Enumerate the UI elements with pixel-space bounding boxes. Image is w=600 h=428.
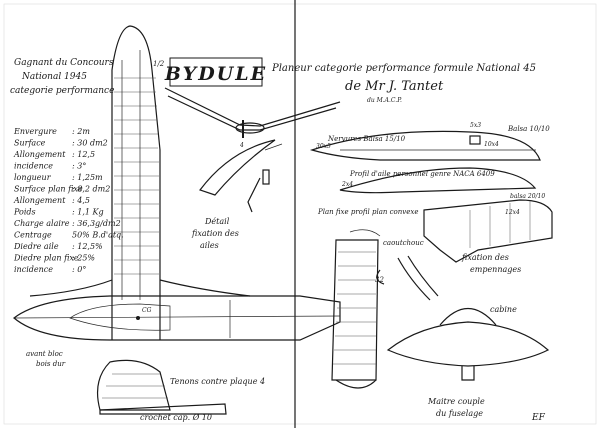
signature: EF [531, 413, 546, 423]
ribs-label: Nervures Balsa 15/10 [327, 135, 406, 143]
spec-value: : 3° [72, 162, 86, 171]
plan-title: BYDULE [164, 63, 267, 85]
rubber-label: caoutchouc [383, 239, 424, 247]
svg-text:4: 4 [239, 142, 244, 149]
spec-label: Centrage [14, 231, 52, 240]
spec-value: : 12,5% [72, 242, 103, 251]
stab-label: Plan fixe profil plan convexe [317, 208, 418, 216]
specs-table: Envergure : 2m Surface : 30 dm2Allongement:… [13, 127, 124, 274]
scale-mark: 1/2 [153, 60, 165, 68]
detail-label-1: Détail [204, 217, 230, 226]
rubber-fixation-detail: caoutchouc 32 fixation des empennages [375, 239, 521, 301]
fin-side-view: crochet cap. Ø 10 Tenons contre plaque 4 [97, 359, 265, 422]
plan-club: du M.A.C.P. [367, 97, 402, 104]
max-section-label-1: Maitre couple [427, 397, 485, 406]
spec-value: : 4,5 [72, 196, 90, 205]
wing-airfoil-section: Nervures Balsa 15/10 Balsa 10/10 5x3 10x… [309, 122, 550, 216]
spec-label: Allongement [13, 196, 66, 205]
wing-plan-view [29, 25, 251, 340]
spec-label: Surface plan fixe [14, 185, 83, 194]
award-note: Gagnant du Concours National 1945 catego… [10, 58, 165, 96]
nose-block-label-2: bois dur [36, 360, 66, 368]
award-line-2: National 1945 [21, 72, 87, 82]
spec-label: Envergure [13, 127, 57, 136]
dim-12x4: 12x4 [505, 209, 520, 216]
plan-designer: de Mr J. Tantet [345, 79, 444, 94]
award-line-1: Gagnant du Concours [14, 58, 114, 68]
spec-value: : 2m [72, 127, 90, 136]
fuselage-cross-section: cabine Maitre couple du fuselage EF [386, 305, 550, 423]
max-section-label-2: du fuselage [436, 409, 483, 418]
dim-32: 32 [375, 276, 384, 284]
title-block: BYDULE Planeur categorie performance for… [164, 57, 536, 104]
page-frame [3, 0, 597, 428]
spec-label: incidence [14, 162, 53, 171]
hook-label: crochet cap. Ø 10 [140, 413, 212, 422]
wing-root-detail: Détail fixation des ailes [191, 139, 283, 250]
tenons-label: Tenons contre plaque 4 [170, 377, 265, 386]
spec-value: : 0° [72, 265, 86, 274]
dim-30x5: 30x5 [316, 143, 331, 150]
spec-value: 50% B.d'atq. [72, 231, 124, 240]
spec-label: Surface [14, 139, 46, 148]
spec-value: : 36,3g/dm2 [72, 219, 121, 228]
spec-value: : 25% [72, 254, 95, 263]
spec-value: : 30 dm2 [72, 139, 108, 148]
spec-value: : 12,5 [72, 150, 95, 159]
vertical-fin-view [331, 239, 379, 389]
cg-label: CG [142, 307, 152, 314]
stabilizer-view: Plan fixe profil plan convexe [317, 199, 553, 263]
balsa-label: Balsa 10/10 [507, 125, 550, 133]
balsa20-label: balsa 20/10 [510, 193, 545, 200]
dim-10x4: 10x4 [484, 141, 499, 148]
nose-block-label: avant bloc [26, 350, 63, 358]
plan-subtitle: Planeur categorie performance formule Na… [271, 63, 536, 74]
spec-label: incidence [14, 265, 53, 274]
award-line-3: categorie performance [10, 86, 114, 96]
spec-label: Allongement [13, 150, 66, 159]
spec-label: longueur [14, 173, 52, 182]
spec-label: Diedre aile [13, 242, 59, 251]
dim-2x4: 2x4 [341, 181, 353, 188]
spec-value: : 1,25m [72, 173, 103, 182]
detail-label-3: ailes [200, 241, 219, 250]
detail-label-2: fixation des [191, 229, 239, 238]
profile-label: Profil d'aile personnel genre NACA 6409 [349, 170, 495, 178]
fixation-emp-2: empennages [470, 265, 521, 274]
spec-label: Charge alaire [14, 219, 70, 228]
cabin-label: cabine [490, 305, 517, 314]
spec-value: : 1,1 Kg [72, 208, 104, 217]
spec-value: : 8,2 dm2 [72, 185, 110, 194]
fuselage-side-view: CG avant bloc bois dur [13, 295, 341, 368]
dim-5x3: 5x3 [470, 122, 481, 129]
front-view: 4 [164, 87, 341, 149]
spec-label: Diedre plan fixe [13, 254, 79, 263]
spec-label: Poids [13, 208, 36, 217]
fixation-emp-1: fixation des [461, 253, 509, 262]
